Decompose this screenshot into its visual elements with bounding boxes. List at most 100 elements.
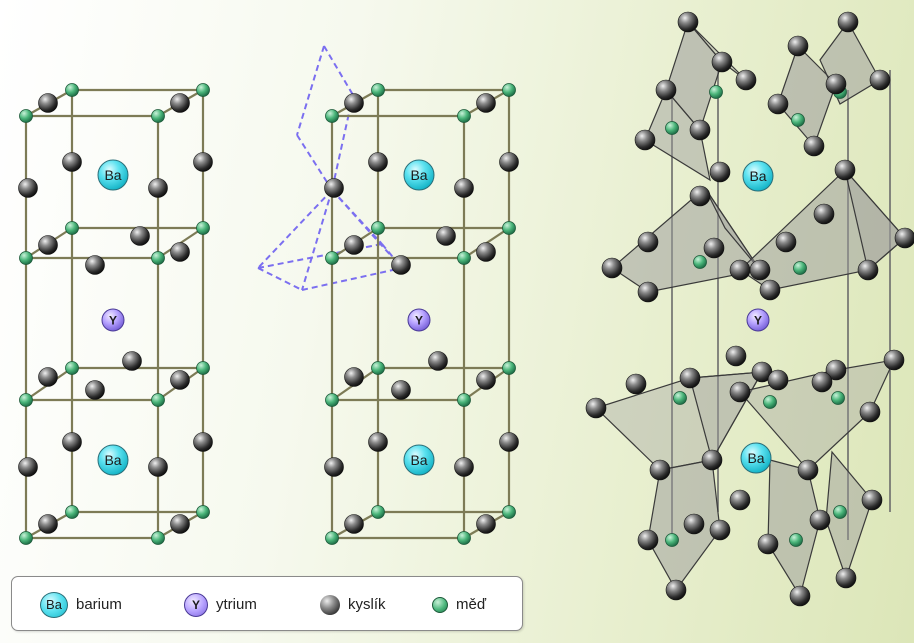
- oxygen-atom: [193, 432, 213, 452]
- copper-atom: [196, 83, 210, 97]
- oxygen-atom: [637, 529, 659, 551]
- oxygen-atom: [85, 255, 105, 275]
- copper-pyramid-face: [704, 187, 761, 271]
- guide-dashed-edge: [296, 134, 333, 191]
- oxygen-atom: [894, 227, 914, 249]
- oxygen-atom: [729, 381, 751, 403]
- oxygen-atom: [679, 367, 701, 389]
- copper-atom: [665, 533, 679, 547]
- legend-item-yttrium: Y ytrium: [184, 577, 257, 632]
- copper-atom: [709, 85, 723, 99]
- guide-dashed-edge: [331, 94, 354, 191]
- oxygen-atom: [62, 152, 82, 172]
- oxygen-atom: [767, 369, 789, 391]
- barium-atom-label: Ba: [747, 450, 764, 466]
- oxygen-atom: [787, 35, 809, 57]
- copper-atom: [65, 221, 79, 235]
- legend: Ba barium Y ytrium kyslík měď: [11, 576, 523, 631]
- copper-atom: [325, 251, 339, 265]
- oxygen-atom: [428, 351, 448, 371]
- copper-atom: [196, 221, 210, 235]
- oxygen-atom: [861, 489, 883, 511]
- oxygen-atom: [436, 226, 456, 246]
- copper-atom: [371, 361, 385, 375]
- copper-atom: [371, 83, 385, 97]
- oxygen-atom: [859, 401, 881, 423]
- oxygen-atom: [637, 281, 659, 303]
- oxygen-atom: [813, 203, 835, 225]
- oxygen-atom: [775, 231, 797, 253]
- oxygen-atom: [677, 11, 699, 33]
- copper-atom: [151, 393, 165, 407]
- barium-atom-label: Ba: [749, 168, 766, 184]
- legend-item-copper: měď: [432, 577, 486, 632]
- copper-atom: [457, 109, 471, 123]
- oxygen-atom: [759, 279, 781, 301]
- copper-atom: [673, 391, 687, 405]
- copper-pyramid-face: [844, 169, 906, 272]
- oxygen-atom: [148, 457, 168, 477]
- oxygen-atom: [324, 178, 344, 198]
- oxygen-atom: [683, 513, 705, 535]
- oxygen-atom: [757, 533, 779, 555]
- oxygen-atom: [767, 93, 789, 115]
- copper-atom: [789, 533, 803, 547]
- copper-atom: [457, 393, 471, 407]
- copper-atom: [325, 393, 339, 407]
- copper-atom: [457, 251, 471, 265]
- copper-atom-icon: [432, 596, 448, 613]
- guide-dashed-edge: [301, 267, 403, 291]
- yttrium-atom-icon: Y: [184, 592, 208, 617]
- legend-label-copper: měď: [456, 596, 487, 613]
- oxygen-atom: [709, 161, 731, 183]
- copper-octahedron: [644, 88, 711, 182]
- oxygen-atom: [701, 449, 723, 471]
- legend-label-barium: barium: [76, 596, 122, 613]
- oxygen-atom: [809, 509, 831, 531]
- oxygen-atom: [368, 152, 388, 172]
- copper-atom: [502, 83, 516, 97]
- oxygen-atom: [649, 459, 671, 481]
- copper-atom: [19, 251, 33, 265]
- oxygen-atom: [585, 397, 607, 419]
- oxygen-atom: [38, 514, 58, 534]
- barium-atom: [742, 160, 774, 192]
- copper-atom: [19, 393, 33, 407]
- copper-atom: [325, 531, 339, 545]
- oxygen-atom: [170, 93, 190, 113]
- yttrium-atom: [407, 308, 431, 332]
- oxygen-atom-icon: [320, 594, 340, 615]
- copper-atom: [19, 109, 33, 123]
- oxygen-atom: [18, 178, 38, 198]
- oxygen-atom: [499, 152, 519, 172]
- oxygen-atom: [825, 73, 847, 95]
- oxygen-atom: [709, 519, 731, 541]
- copper-atom: [371, 221, 385, 235]
- legend-label-yttrium: ytrium: [216, 596, 257, 613]
- oxygen-atom: [18, 457, 38, 477]
- oxygen-atom: [797, 459, 819, 481]
- copper-octahedron: [767, 459, 821, 598]
- oxygen-atom: [711, 51, 733, 73]
- oxygen-atom: [170, 514, 190, 534]
- copper-atom: [196, 361, 210, 375]
- barium-atom: [740, 442, 772, 474]
- oxygen-atom: [634, 129, 656, 151]
- oxygen-atom: [803, 135, 825, 157]
- oxygen-atom: [476, 370, 496, 390]
- copper-atom: [791, 113, 805, 127]
- oxygen-atom: [38, 367, 58, 387]
- oxygen-atom: [476, 93, 496, 113]
- oxygen-atom: [703, 237, 725, 259]
- oxygen-atom: [725, 345, 747, 367]
- copper-atom: [151, 109, 165, 123]
- oxygen-atom: [368, 432, 388, 452]
- barium-atom-label: Ba: [410, 452, 427, 468]
- oxygen-atom: [689, 119, 711, 141]
- oxygen-atom: [62, 432, 82, 452]
- oxygen-atom: [749, 259, 771, 281]
- oxygen-atom: [825, 359, 847, 381]
- oxygen-atom: [869, 69, 891, 91]
- oxygen-atom: [729, 489, 751, 511]
- copper-atom: [65, 505, 79, 519]
